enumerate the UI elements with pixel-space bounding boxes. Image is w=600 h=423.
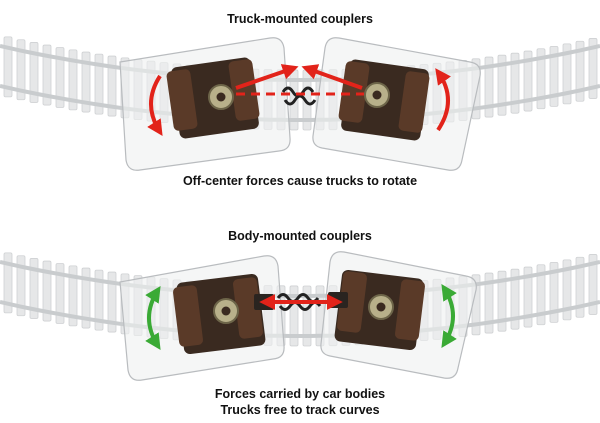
track-tie — [497, 54, 507, 116]
top-right-car — [312, 37, 481, 171]
track-tie — [16, 39, 26, 101]
track-tie — [107, 55, 117, 117]
top-coupler — [281, 86, 317, 106]
track-tie — [497, 270, 507, 332]
track-tie — [575, 256, 585, 318]
bottom-track — [0, 252, 600, 347]
force-arrow-left — [235, 64, 299, 90]
top-caption: Off-center forces cause trucks to rotate — [182, 174, 418, 188]
rotation-arrow-right — [435, 68, 452, 132]
track-tie — [81, 267, 91, 329]
track-rail — [0, 44, 600, 82]
track-tie — [575, 40, 585, 102]
track-tie — [107, 271, 117, 333]
track-tie — [29, 42, 39, 103]
track-tie — [562, 43, 572, 105]
bottom-caption-line1: Forces carried by car bodies — [214, 387, 386, 401]
truck — [338, 59, 430, 141]
track-tie — [536, 48, 546, 110]
track-rail — [0, 84, 600, 122]
track-rail — [0, 300, 600, 338]
track-tie — [68, 49, 78, 111]
track-tie — [55, 47, 65, 108]
track-tie — [562, 259, 572, 321]
track-tie — [536, 264, 546, 326]
track-tie — [42, 260, 52, 322]
bottom-title: Body-mounted couplers — [228, 229, 372, 243]
track-tie — [3, 36, 13, 98]
rotation-arrow-left — [147, 74, 163, 137]
track-tie — [588, 254, 598, 315]
track-tie — [510, 268, 520, 330]
track-tie — [549, 45, 559, 107]
bottom-right-car — [320, 251, 477, 379]
track-tie — [549, 261, 559, 323]
track-tie — [588, 38, 598, 99]
track-tie — [55, 263, 65, 324]
top-force-arrows — [147, 64, 452, 137]
bottom-force-arrows — [145, 283, 457, 351]
bottom-caption-line2: Trucks free to track curves — [220, 403, 380, 417]
track-tie — [94, 53, 104, 115]
force-arrow-right — [301, 64, 363, 90]
rotation-arrow-left — [145, 285, 161, 351]
top-left-car — [119, 37, 291, 171]
top-title: Truck-mounted couplers — [227, 12, 373, 26]
truck — [334, 269, 425, 351]
track-tie — [94, 269, 104, 331]
truck — [173, 273, 266, 355]
track-tie — [484, 56, 494, 118]
bottom-left-car — [119, 255, 285, 381]
track-tie — [510, 52, 520, 114]
rotation-arrow-right — [441, 283, 457, 349]
track-tie — [16, 255, 26, 317]
track-tie — [3, 252, 13, 314]
track-tie — [523, 50, 533, 112]
track-tie — [42, 44, 52, 106]
track-tie — [523, 266, 533, 328]
track-tie — [484, 272, 494, 334]
track-tie — [68, 265, 78, 327]
track-tie — [81, 51, 91, 113]
track-tie — [29, 258, 39, 319]
truck — [166, 57, 260, 139]
top-track — [0, 36, 600, 131]
